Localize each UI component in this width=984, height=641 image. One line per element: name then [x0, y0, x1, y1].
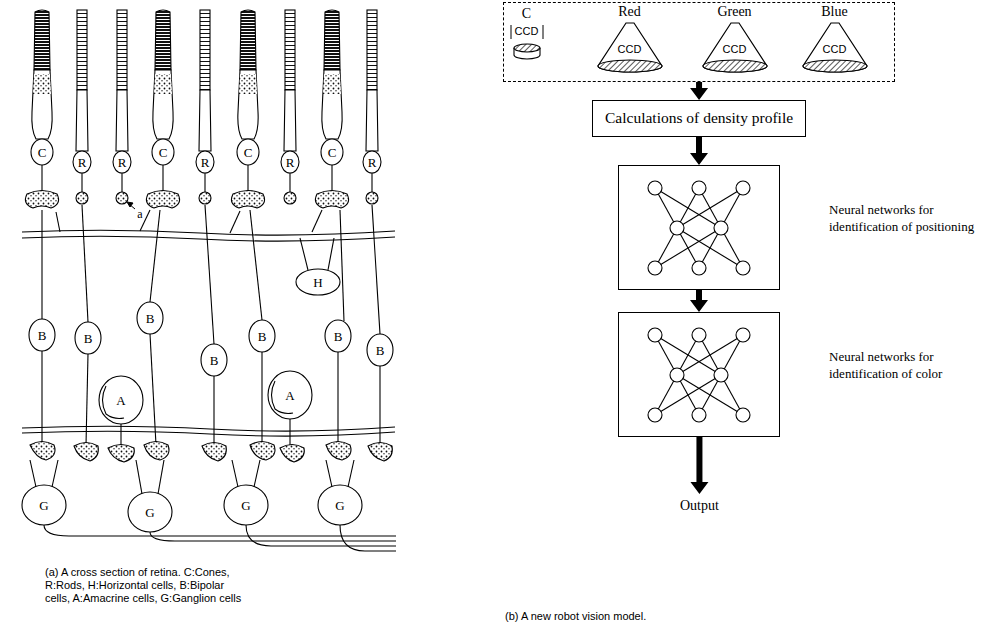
sensor-heading: Green [700, 5, 770, 19]
sensor-group-box: CCCDRedCCDGreenCCDBlueCCD [503, 2, 895, 82]
cell-label: A [285, 389, 294, 402]
ccd-cone-sensor: GreenCCD [700, 4, 770, 76]
bracket-tick [542, 25, 543, 39]
sensor-heading: Blue [800, 5, 870, 19]
cell-label: C [38, 146, 47, 159]
ccd-sensor: C CCD [507, 6, 547, 62]
network-heading: Neural networks for identification of po… [829, 202, 981, 236]
cell-label: G [335, 499, 344, 512]
flow-arrow [690, 137, 708, 165]
flow-arrow [690, 82, 708, 100]
neural-network-picture [648, 181, 750, 422]
neural-network-box: Neural networks for identification of po… [618, 165, 780, 290]
cell-label: C [159, 146, 168, 159]
sensor-label: CCD [700, 44, 770, 55]
horizontal-cell [296, 269, 340, 295]
process-box: Calculations of density profile [592, 100, 806, 137]
cell-label: G [241, 499, 250, 512]
cell-label: R [78, 156, 87, 169]
output-node: Output [680, 498, 719, 515]
bipolar-processes [42, 205, 380, 448]
cell-label: B [334, 330, 343, 343]
ccd-surface [703, 60, 767, 72]
cell-label: H [313, 276, 322, 289]
figure-caption: (b) A new robot vision model. [505, 610, 805, 623]
sensor-label: CCD [595, 44, 665, 55]
sensor-heading: C [507, 7, 547, 21]
ccd-cone-sensor: BlueCCD [800, 4, 870, 76]
callout-letter: a [137, 208, 142, 220]
bracket-tick [510, 25, 511, 39]
cell-label: A [116, 394, 125, 407]
network-heading: Neural networks for identification of co… [829, 349, 981, 383]
cell-label: R [201, 156, 210, 169]
cell-label: R [368, 156, 377, 169]
bipolar-cells [29, 302, 393, 376]
process-text: Calculations of density profile [605, 109, 793, 128]
sensor-label: CCD [507, 26, 547, 37]
cell-label: G [39, 499, 48, 512]
flow-arrow [690, 290, 708, 312]
output-text: Output [680, 498, 719, 515]
cell-label: G [145, 506, 154, 519]
cell-label: B [258, 330, 267, 343]
cell-label: B [38, 329, 47, 342]
cell-label: B [376, 344, 385, 357]
neural-network-box: Neural networks for identification of co… [618, 312, 780, 437]
cell-label: C [328, 146, 337, 159]
photoreceptor-cells [25, 10, 381, 208]
flow-arrow [690, 437, 708, 494]
cell-label: R [286, 156, 295, 169]
amacrine-cells [99, 371, 312, 424]
callout-arrow [127, 202, 135, 209]
ccd-surface [598, 60, 662, 72]
figure-caption: (a) A cross section of retina. C:Cones, … [45, 566, 250, 606]
cell-label: R [118, 156, 127, 169]
cell-label: B [210, 354, 219, 367]
cell-label: B [84, 332, 93, 345]
sensor-heading: Red [595, 5, 665, 19]
cell-label: C [244, 146, 253, 159]
inner-plexiform-layer [22, 426, 395, 462]
ccd-cone-sensor: RedCCD [595, 4, 665, 76]
sensor-label: CCD [800, 44, 870, 55]
ganglion-cells [22, 485, 362, 532]
ccd-surface [514, 44, 540, 52]
cell-label: B [146, 312, 155, 325]
ganglion-processes [30, 460, 396, 551]
ccd-surface [803, 60, 867, 72]
